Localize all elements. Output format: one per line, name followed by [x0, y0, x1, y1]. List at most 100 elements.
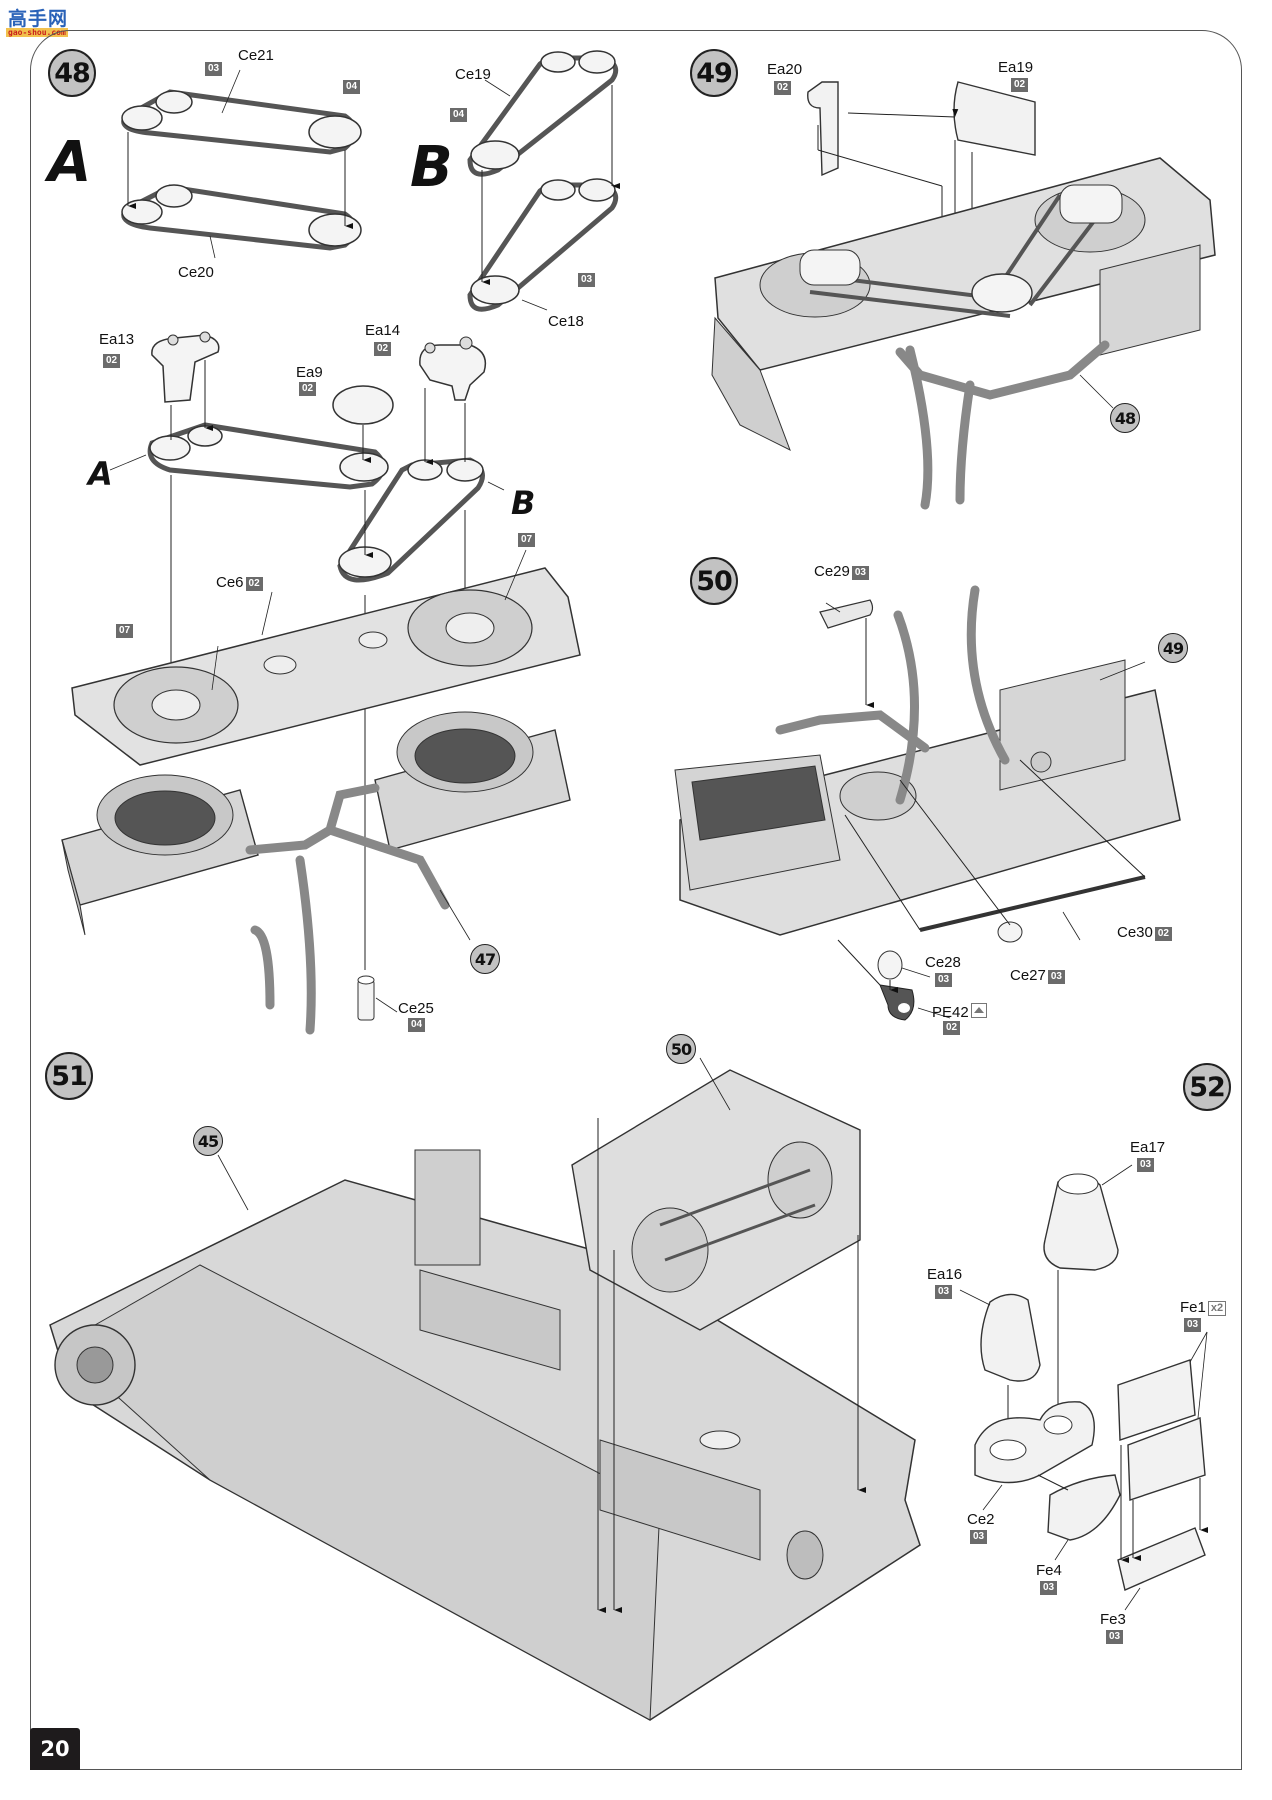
- sprue-tag-04: 04: [450, 108, 468, 122]
- bracket-pe42: [879, 984, 915, 1021]
- part-label-ce27-id: Ce27: [1010, 967, 1046, 984]
- sprue-tag-03: 03: [1047, 970, 1065, 984]
- part-label-ce2: Ce2: [967, 1511, 995, 1528]
- part-label-ea20: Ea20: [767, 61, 803, 78]
- cooling-unit-50: [674, 659, 1181, 936]
- cover-ea17: [1043, 1173, 1119, 1271]
- sprue-tag-02: 02: [374, 342, 392, 356]
- coolant-pipe-49: [895, 340, 1110, 510]
- part-label-fe4: Fe4: [1036, 1562, 1062, 1579]
- sprue-tag-03: 03: [578, 273, 596, 287]
- sprue-tag-03: 03: [1184, 1318, 1202, 1332]
- sprue-tag-03: 03: [851, 566, 869, 580]
- radiator-right: [374, 711, 571, 851]
- reference-step-47: 47: [470, 944, 500, 974]
- quantity-badge: x2: [1207, 1301, 1227, 1316]
- sprue-tag-03: 03: [1106, 1630, 1124, 1644]
- part-label-pe42: PE42: [932, 1003, 987, 1021]
- battery-fe1-upper: [1117, 1359, 1196, 1441]
- panel-ea20: [807, 81, 839, 177]
- sprue-tag-03: 03: [935, 973, 953, 987]
- belt-ce21: [121, 89, 362, 155]
- sprue-tag-02: 02: [245, 577, 263, 591]
- sprue-tag-03: 03: [1137, 1158, 1155, 1172]
- step-number-49: 49: [690, 49, 738, 97]
- reference-step-50: 50: [666, 1034, 696, 1064]
- watermark-text: 高手网: [8, 8, 69, 30]
- pulley-ea14: [419, 336, 487, 401]
- part-label-ea19: Ea19: [998, 59, 1034, 76]
- cooling-unit-49: [711, 157, 1216, 452]
- sprue-tag-02: 02: [299, 382, 317, 396]
- step-number-48: 48: [48, 49, 96, 97]
- sprue-tag-07: 07: [518, 533, 536, 547]
- base-ce2: [974, 1401, 1095, 1484]
- sprue-tag-03: 03: [205, 62, 223, 76]
- part-label-ce19: Ce19: [455, 66, 491, 83]
- watermark-url: gao-shou.com: [6, 28, 68, 37]
- radiator-left: [61, 774, 259, 936]
- belt-assembly-b: [337, 457, 485, 583]
- variant-label-b-small: B: [511, 484, 536, 522]
- cap-ea9: [332, 385, 394, 425]
- sprue-tag-07: 07: [116, 624, 134, 638]
- battery-fe1-lower: [1127, 1417, 1206, 1501]
- pipe-ce29: [819, 599, 874, 629]
- part-label-ce25: Ce25: [398, 1000, 434, 1017]
- part-label-ce29-id: Ce29: [814, 563, 850, 580]
- pulley-ea13: [151, 331, 220, 403]
- coolant-pipe-50: [775, 585, 1010, 805]
- part-label-pe42-id: PE42: [932, 1004, 969, 1021]
- variant-label-a-small: A: [88, 455, 113, 493]
- reference-step-49: 49: [1158, 633, 1188, 663]
- sprue-tag-03: 03: [1040, 1581, 1058, 1595]
- belt-ce20: [121, 184, 362, 251]
- sprue-tag-03: 03: [970, 1530, 988, 1544]
- variant-label-a: A: [48, 130, 92, 195]
- part-label-fe1-id: Fe1: [1180, 1299, 1206, 1316]
- part-label-ea9: Ea9: [296, 364, 323, 381]
- part-label-ce6-id: Ce6: [216, 574, 244, 591]
- part-label-ce28: Ce28: [925, 954, 961, 971]
- sprue-tag-03: 03: [935, 1285, 953, 1299]
- part-label-ce21: Ce21: [238, 47, 274, 64]
- photo-etch-icon: [970, 1003, 987, 1018]
- sprue-tag-02: 02: [103, 354, 121, 368]
- sprue-tag-02: 02: [1011, 78, 1029, 92]
- coolant-pipe: [245, 783, 450, 1035]
- sprue-tag-02: 02: [1154, 927, 1172, 941]
- part-label-ce30-id: Ce30: [1117, 924, 1153, 941]
- part-label-ea14: Ea14: [365, 322, 401, 339]
- variant-label-b: B: [410, 135, 453, 200]
- valve-ce25: [357, 975, 375, 1021]
- sprue-tag-02: 02: [943, 1021, 961, 1035]
- part-label-ea16: Ea16: [927, 1266, 963, 1283]
- part-label-ea17: Ea17: [1130, 1139, 1166, 1156]
- fan-deck: [71, 567, 581, 766]
- part-label-ea13: Ea13: [99, 331, 135, 348]
- panel-ea19: [953, 81, 1036, 156]
- belt-ce19: [467, 50, 619, 177]
- page-number: 20: [30, 1728, 80, 1770]
- sprue-tag-04: 04: [343, 80, 361, 94]
- duct-fe4: [1047, 1474, 1121, 1541]
- step-number-50: 50: [690, 557, 738, 605]
- plug-ce27: [997, 921, 1023, 943]
- reference-step-45: 45: [193, 1126, 223, 1156]
- reference-step-48: 48: [1110, 403, 1140, 433]
- watermark-logo: 高手网 gao-shou.com: [6, 4, 70, 38]
- part-label-ce20: Ce20: [178, 264, 214, 281]
- sprue-tag-04: 04: [408, 1018, 426, 1032]
- fitting-ce28: [877, 950, 903, 980]
- part-label-ce18: Ce18: [548, 313, 584, 330]
- engine-unit-51: [571, 1069, 861, 1331]
- step-number-51: 51: [45, 1052, 93, 1100]
- page-frame: [30, 30, 1242, 1770]
- belt-ce18: [467, 178, 619, 312]
